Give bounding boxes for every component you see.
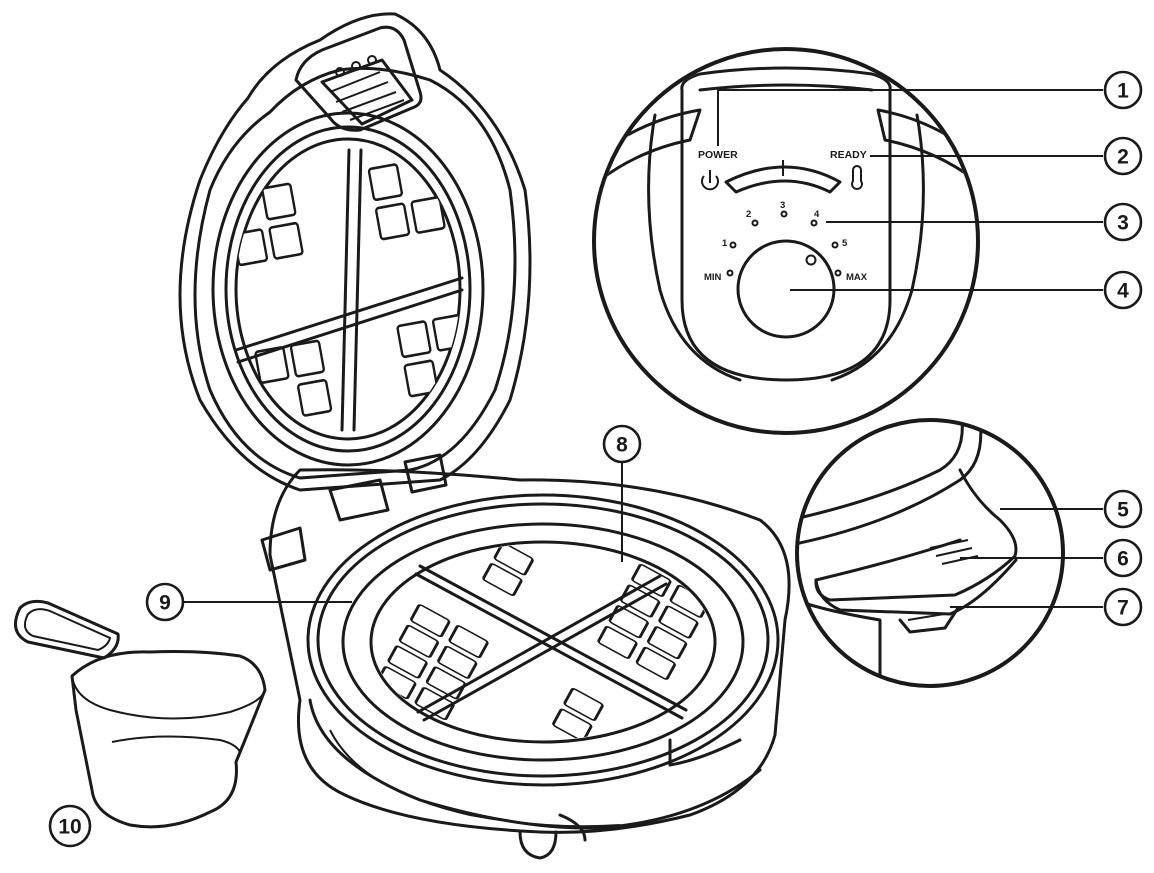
svg-text:7: 7 — [1117, 597, 1129, 620]
waffle-cell — [635, 646, 676, 680]
svg-text:3: 3 — [1117, 212, 1129, 235]
waffle-cell — [289, 339, 325, 378]
waffle-cell — [398, 624, 440, 658]
waffle-maker-base — [268, 468, 791, 860]
callout-4: 4 — [1103, 270, 1143, 310]
waffle-cell — [493, 544, 534, 576]
callout-7: 7 — [1103, 587, 1143, 627]
bottom-plate-grid — [376, 544, 710, 740]
dial-label-max: MAX — [846, 272, 868, 283]
waffle-cell — [410, 604, 451, 638]
callout-1: 1 — [1103, 70, 1143, 110]
waffle-cell — [552, 708, 593, 740]
control-panel-inset: POWER READY MIN 1 2 3 4 5 MAX — [592, 47, 980, 435]
thermometer-icon — [851, 165, 863, 190]
waffle-cell — [437, 645, 478, 679]
waffle-cell — [482, 563, 523, 596]
svg-text:4: 4 — [1117, 280, 1129, 303]
svg-text:5: 5 — [1117, 499, 1129, 522]
waffle-cell — [597, 625, 638, 659]
svg-text:10: 10 — [58, 816, 81, 839]
callout-lines — [184, 89, 1103, 608]
waffle-cell — [375, 202, 411, 241]
waffle-cell — [236, 228, 269, 267]
waffle-cell — [658, 605, 699, 639]
callout-2: 2 — [1103, 136, 1143, 176]
power-icon — [701, 170, 719, 191]
waffle-cell — [403, 359, 439, 398]
callout-8: 8 — [602, 424, 642, 464]
svg-text:9: 9 — [159, 592, 171, 615]
waffle-cell — [646, 626, 688, 660]
dial-label-2: 2 — [746, 209, 751, 220]
measuring-cup — [14, 599, 267, 829]
waffle-maker-lid — [178, 12, 532, 572]
svg-text:2: 2 — [1117, 146, 1129, 169]
dial-label-4: 4 — [814, 209, 820, 220]
dial-label-1: 1 — [722, 238, 728, 249]
waffle-cell — [261, 182, 297, 221]
callout-10: 10 — [48, 804, 92, 848]
waffle-cell — [448, 625, 489, 659]
callout-5: 5 — [1103, 489, 1143, 529]
dial-label-min: MIN — [704, 272, 722, 283]
svg-text:6: 6 — [1117, 548, 1129, 571]
lid-plate-grid — [236, 163, 460, 417]
waffle-cell — [396, 320, 432, 359]
waffle-cell — [254, 346, 290, 384]
callout-badges: 1 2 3 4 5 6 7 8 9 10 — [48, 70, 1143, 848]
ready-label: READY — [830, 149, 867, 161]
waffle-cell — [367, 163, 403, 202]
waffle-cell — [268, 221, 304, 260]
waffle-cell — [387, 645, 428, 679]
waffle-cell — [297, 378, 333, 417]
callout-6: 6 — [1103, 538, 1143, 578]
waffle-cell — [410, 196, 446, 234]
waffle-cell — [563, 688, 604, 721]
callout-9: 9 — [145, 582, 185, 622]
latch-inset — [795, 418, 1065, 688]
callout-3: 3 — [1103, 202, 1143, 242]
svg-text:8: 8 — [616, 434, 628, 457]
bottom-cooking-plate — [369, 540, 717, 744]
dial-label-5: 5 — [842, 238, 848, 249]
power-label: POWER — [698, 149, 738, 161]
svg-text:1: 1 — [1117, 80, 1129, 103]
dial-label-3: 3 — [780, 200, 785, 211]
